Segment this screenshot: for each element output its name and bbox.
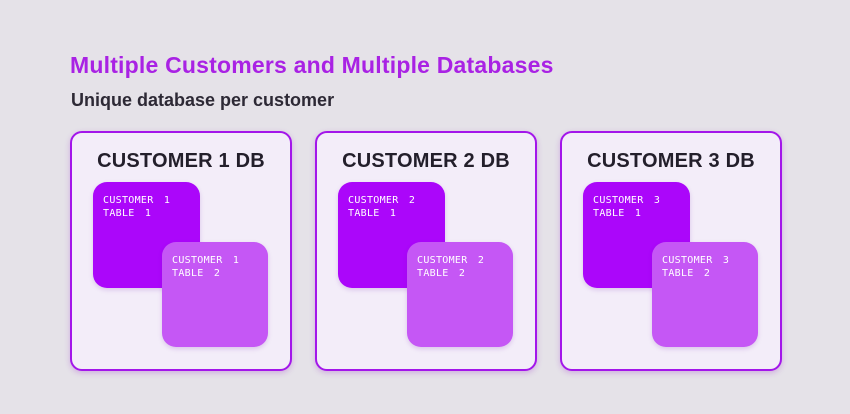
- customer-3-db-card: CUSTOMER 3 DB CUSTOMER 3 TABLE 1 CUSTOME…: [560, 131, 782, 371]
- customer-3-db-title: CUSTOMER 3 DB: [587, 150, 755, 172]
- table-label-line: CUSTOMER 1: [172, 255, 240, 266]
- table-label-line: TABLE 2: [172, 268, 221, 279]
- page-subtitle: Unique database per customer: [71, 90, 335, 110]
- table-label-line: CUSTOMER 3: [593, 195, 661, 206]
- table-label-line: TABLE 1: [593, 208, 642, 219]
- customer-1-table-2-box: CUSTOMER 1 TABLE 2: [162, 242, 268, 347]
- table-label-line: TABLE 2: [662, 268, 711, 279]
- table-label-line: TABLE 2: [417, 268, 466, 279]
- table-label-line: TABLE 1: [103, 208, 152, 219]
- customer-2-db-title: CUSTOMER 2 DB: [342, 150, 510, 172]
- table-label-line: CUSTOMER 2: [417, 255, 485, 266]
- table-label-line: CUSTOMER 1: [103, 195, 171, 206]
- table-label-line: CUSTOMER 3: [662, 255, 730, 266]
- page-title: Multiple Customers and Multiple Database…: [70, 52, 554, 78]
- customer-3-table-2-box: CUSTOMER 3 TABLE 2: [652, 242, 758, 347]
- customer-2-db-card: CUSTOMER 2 DB CUSTOMER 2 TABLE 1 CUSTOME…: [315, 131, 537, 371]
- customer-1-table-1-box: CUSTOMER 1 TABLE 1: [93, 182, 200, 288]
- customer-1-db-title: CUSTOMER 1 DB: [97, 150, 265, 172]
- table-label-line: TABLE 1: [348, 208, 397, 219]
- customer-2-table-2-box: CUSTOMER 2 TABLE 2: [407, 242, 513, 347]
- table-label-line: CUSTOMER 2: [348, 195, 416, 206]
- customer-1-db-card: CUSTOMER 1 DB CUSTOMER 1 TABLE 1 CUSTOME…: [70, 131, 292, 371]
